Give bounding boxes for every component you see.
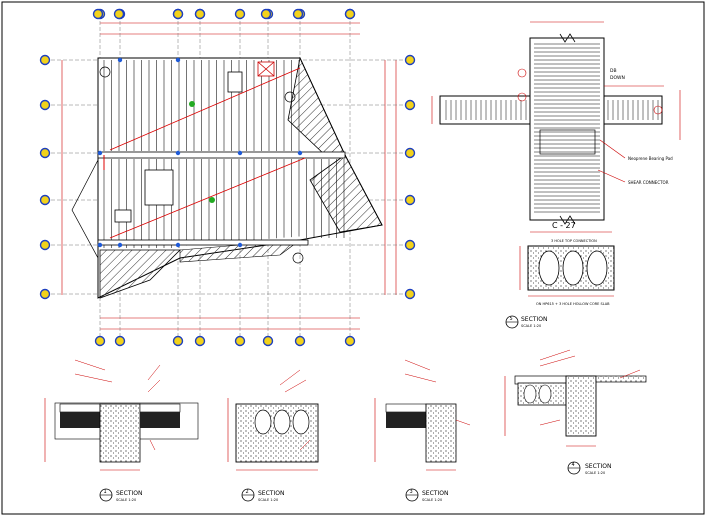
grid-bubble — [39, 99, 51, 111]
section-5-scale: SCALE 1:20 — [521, 324, 541, 328]
column-marker — [175, 150, 181, 156]
grid-bubble — [172, 8, 184, 20]
span-marker — [209, 197, 215, 203]
span-marker — [189, 101, 195, 107]
column-marker — [97, 242, 103, 248]
hollow-core-slab-section: 3 HOLE TOP CONNECTION ON HP615 + 3 HOLE … — [505, 231, 615, 329]
grid-bubble — [39, 194, 51, 206]
grid-bubble — [404, 239, 416, 251]
grid-bubble — [39, 147, 51, 159]
section-5-title: SECTION — [521, 316, 547, 323]
section-3-scale: SCALE 1:20 — [422, 498, 442, 502]
section-4-detail: 4 SECTION SCALE 1:20 — [504, 349, 647, 475]
grid-bubble — [404, 54, 416, 66]
grid-bubble — [260, 8, 272, 20]
grid-bubble — [39, 288, 51, 300]
section-2-number: 2 — [246, 489, 249, 495]
slab-top-label: 3 HOLE TOP CONNECTION — [551, 239, 597, 243]
column-marker — [237, 150, 243, 156]
section-4-scale: SCALE 1:20 — [585, 471, 605, 475]
grid-bubble — [92, 8, 104, 20]
column-marker — [117, 242, 123, 248]
section-2-title: SECTION — [258, 490, 284, 497]
grid-bubble — [172, 335, 184, 347]
column-detail: Neoprene Bearing Pad SHEAR CONNECTOR DB … — [431, 21, 681, 230]
section-1-detail: 1 SECTION SCALE 1:20 — [44, 359, 199, 502]
section-1-number: 1 — [104, 489, 107, 495]
shear-connector-note: SHEAR CONNECTOR — [628, 180, 669, 185]
bearing-pad-note: Neoprene Bearing Pad — [628, 156, 673, 161]
section-2-detail: 2 SECTION SCALE 1:20 — [227, 369, 319, 502]
grid-bubble — [194, 8, 206, 20]
section-4-number: 4 — [572, 462, 575, 468]
section-1-scale: SCALE 1:20 — [116, 498, 136, 502]
grid-bubble — [262, 335, 274, 347]
section-4-title: SECTION — [585, 463, 611, 470]
column-marker — [117, 57, 123, 63]
column-label: C - 27 — [552, 221, 576, 230]
grid-bubble — [344, 8, 356, 20]
grid-bubble — [39, 54, 51, 66]
grid-bubble — [39, 239, 51, 251]
grid-bubble — [234, 335, 246, 347]
grid-bubble — [404, 194, 416, 206]
floor-plan — [45, 15, 412, 340]
section-1-title: SECTION — [116, 490, 142, 497]
section-2-scale: SCALE 1:20 — [258, 498, 278, 502]
grid-bubble — [404, 99, 416, 111]
grid-bubble — [94, 335, 106, 347]
grid-bubble — [114, 335, 126, 347]
grid-bubble — [113, 8, 125, 20]
down-note: DOWN — [610, 75, 625, 81]
section-3-detail: 3 SECTION SCALE 1:20 — [374, 359, 471, 502]
grid-bubble — [194, 335, 206, 347]
column-marker — [97, 150, 103, 156]
slab-caption: ON HP615 + 3 HOLE HOLLOW CORE SLAB — [536, 302, 610, 306]
grid-bubble — [294, 335, 306, 347]
grid-bubble — [292, 8, 304, 20]
grid-bubble — [404, 147, 416, 159]
section-3-title: SECTION — [422, 490, 448, 497]
grid-bubble — [404, 288, 416, 300]
grid-bubble — [344, 335, 356, 347]
column-marker — [175, 242, 181, 248]
column-marker — [175, 57, 181, 63]
section-3-number: 3 — [410, 489, 413, 495]
grid-bubble — [234, 8, 246, 20]
section-5-number: 5 — [510, 316, 513, 322]
db-note: DB — [610, 68, 617, 74]
column-marker — [237, 242, 243, 248]
column-marker — [297, 150, 303, 156]
